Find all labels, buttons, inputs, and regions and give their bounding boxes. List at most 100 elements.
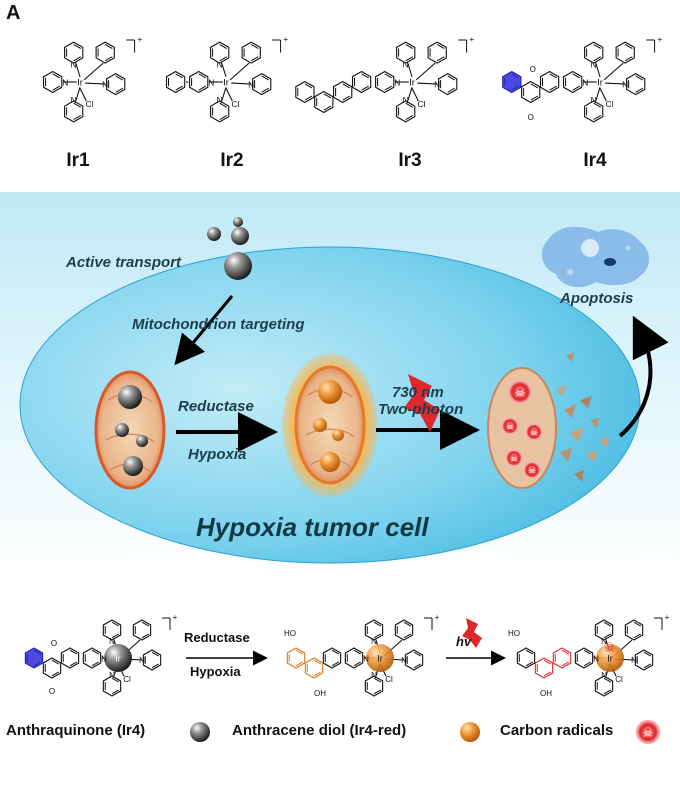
double-bond <box>436 56 445 62</box>
metal-label: Ir <box>409 78 415 89</box>
ring-bond <box>102 619 122 641</box>
double-bond <box>603 621 612 627</box>
bond <box>225 88 233 102</box>
double-bond <box>403 633 412 639</box>
hypoxia-label: Hypoxia <box>188 446 247 463</box>
double-bond <box>525 661 534 667</box>
double-bond <box>52 73 61 79</box>
skull-icon: ☠ <box>506 422 515 433</box>
apoptosis-label: Apoptosis <box>560 290 634 307</box>
nitrogen-label: N <box>248 79 254 89</box>
double-bond <box>549 85 557 91</box>
nitrogen-label: N <box>593 655 599 664</box>
charge-label: + <box>137 34 142 44</box>
double-bond <box>73 102 82 108</box>
ring-bond <box>534 657 554 679</box>
ring-bond <box>333 80 353 104</box>
double-bond <box>69 649 78 655</box>
ring-bond <box>189 70 209 94</box>
bond <box>417 82 438 85</box>
compound-label-ir2: Ir2 <box>220 150 244 171</box>
double-bond <box>583 661 592 667</box>
mitochondrion-damaged: ☠☠☠☠☠ <box>487 352 610 489</box>
charge-label: + <box>469 34 474 44</box>
two-photon-label: Two-photon <box>378 401 464 418</box>
double-bond <box>405 115 414 121</box>
ring-bond <box>502 70 522 94</box>
double-bond <box>572 85 581 91</box>
radical-sphere <box>508 380 532 404</box>
legend-orange-sphere-icon <box>460 722 480 742</box>
hydroxyl-label: HO <box>284 629 296 638</box>
ring-bond <box>132 619 152 641</box>
double-bond <box>111 689 120 695</box>
double-bond <box>115 75 124 81</box>
double-bond <box>384 85 393 91</box>
double-bond <box>511 85 520 91</box>
ring-bond <box>516 647 536 669</box>
apoptotic-cell-icon <box>541 226 649 288</box>
double-bond <box>436 43 445 49</box>
ring-bond <box>626 72 646 96</box>
double-bond <box>295 649 304 655</box>
double-bond <box>603 633 612 639</box>
double-bond <box>175 73 183 79</box>
double-bond <box>261 87 270 93</box>
compound-label-ir1: Ir1 <box>66 150 90 171</box>
sphere-large <box>224 252 252 280</box>
lightning-icon <box>404 374 440 432</box>
double-bond <box>593 115 602 121</box>
nitrogen-label: N <box>582 78 588 88</box>
double-bond <box>91 649 100 655</box>
double-bond <box>111 677 120 683</box>
double-bond <box>511 73 520 79</box>
double-bond <box>635 75 644 81</box>
skull-icon: ☠ <box>514 385 526 400</box>
ring-bond <box>396 41 416 64</box>
double-bond <box>543 659 552 665</box>
ring-bond <box>563 70 583 94</box>
double-bond <box>73 43 82 49</box>
sphere-small-2 <box>207 227 221 241</box>
ring-bond <box>539 70 560 94</box>
ring-bond <box>241 41 261 64</box>
metal-label: Ir <box>115 654 121 664</box>
double-bond <box>405 102 414 108</box>
oxygen-label: O <box>530 65 536 74</box>
nitrogen-label: N <box>403 95 409 105</box>
double-bond <box>323 93 332 99</box>
double-bond <box>373 621 382 627</box>
double-bond <box>643 663 652 669</box>
nitrogen-label: N <box>601 637 607 646</box>
ring-bond <box>82 647 102 669</box>
double-bond <box>373 677 382 683</box>
ring-bond <box>252 72 272 96</box>
oxygen-label: O <box>51 639 57 648</box>
ring-bond <box>615 41 635 64</box>
double-bond <box>33 649 42 655</box>
nitrogen-label: N <box>601 671 607 680</box>
skull-icon: ☠ <box>510 454 519 465</box>
reaction-hypoxia-label: Hypoxia <box>190 664 241 679</box>
nitrogen-label: N <box>401 656 407 665</box>
ring-bond <box>95 41 115 64</box>
bond <box>603 62 624 81</box>
double-bond <box>530 95 539 101</box>
nitrogen-label: N <box>371 637 377 646</box>
radical-sphere <box>525 423 543 441</box>
double-bond <box>295 661 304 667</box>
nitrogen-label: N <box>71 95 77 105</box>
double-bond <box>361 85 369 91</box>
nitrogen-label: N <box>217 59 223 69</box>
mechanism-diagram: ☠☠☠☠☠ IrNNNNCl+OOIrNNNNCl+HOOHIrNNNNCl+H… <box>0 192 680 744</box>
double-bond <box>151 651 160 657</box>
apoptosis-arrow <box>618 315 669 438</box>
ring-bond <box>584 100 604 123</box>
ring-bond <box>142 649 162 671</box>
oxygen-label: O <box>49 687 55 696</box>
double-bond <box>331 661 340 667</box>
bond <box>599 88 607 102</box>
double-bond <box>633 621 642 627</box>
double-bond <box>323 105 332 111</box>
double-bond <box>384 73 393 79</box>
